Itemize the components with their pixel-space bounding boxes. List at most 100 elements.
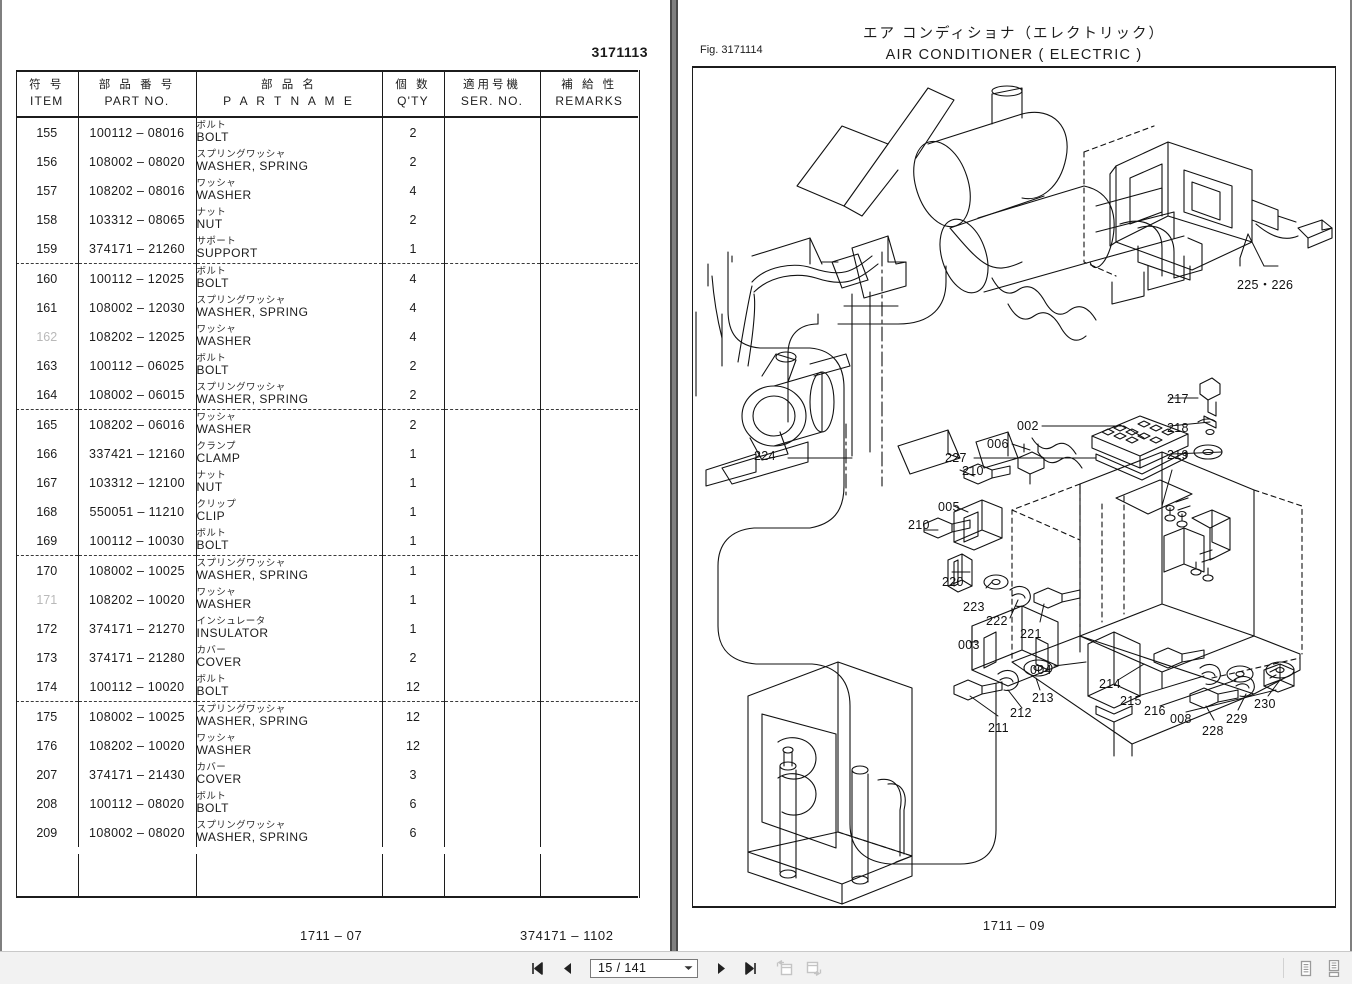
cell-item: 207 — [16, 760, 79, 790]
cell-remarks — [540, 760, 638, 789]
figure-footer-code: 1711 – 09 — [982, 918, 1046, 933]
part-name-jp: クリップ — [196, 499, 237, 511]
cell-part-no: 108202 – 08016 — [78, 176, 197, 206]
part-name-jp: ボルト — [196, 528, 227, 540]
cell-qty: 4 — [382, 263, 445, 294]
cell-qty: 12 — [382, 731, 445, 761]
part-name-en: BOLT — [196, 538, 229, 552]
cell-item: 163 — [16, 351, 79, 381]
continuous-page-view-icon[interactable] — [1324, 958, 1344, 978]
wire-harness-outline — [695, 237, 997, 865]
cell-item: 161 — [16, 293, 79, 323]
figure-callout: 224 — [754, 449, 776, 463]
engine-assembly-drawing — [705, 85, 1203, 497]
figure-callout: 213 — [1032, 691, 1054, 705]
part-name-en: WASHER, SPRING — [196, 568, 309, 582]
part-name-jp: ボルト — [196, 120, 227, 132]
cell-remarks — [540, 264, 638, 294]
cell-part-no: 550051 – 11210 — [78, 497, 197, 527]
part-name-jp: ワッシャ — [196, 178, 237, 190]
header-remarks: 補 給 性 REMARKS — [540, 69, 638, 119]
cell-remarks — [540, 702, 638, 732]
cell-item: 173 — [16, 643, 79, 673]
cell-part-no: 108002 – 06015 — [78, 380, 197, 411]
cell-remarks — [540, 147, 638, 176]
figure-title-en: AIR CONDITIONER ( ELECTRIC ) — [885, 47, 1143, 64]
cell-ser-no — [444, 672, 541, 703]
header-ser-no-jp: 適用号機 — [463, 79, 521, 91]
figure-callout: 220 — [942, 575, 964, 589]
figure-callout: 210 — [908, 518, 930, 532]
part-name-en: CLIP — [196, 509, 226, 523]
header-part-no: 部 品 番 号 PART NO. — [78, 69, 197, 119]
header-qty-en: Q'TY — [397, 93, 429, 108]
single-page-view-icon[interactable] — [1296, 958, 1316, 978]
part-name-jp: ボルト — [196, 674, 227, 686]
first-page-icon[interactable] — [528, 958, 548, 978]
figure-callout: 212 — [1010, 706, 1032, 720]
figure-callout: 227 — [945, 451, 967, 465]
page-left-parts-list: 3171113 符 号 ITEM 部 品 番 号 PART NO. — [2, 0, 672, 951]
part-name-jp: インシュレータ — [196, 616, 266, 628]
cell-qty: 1 — [382, 614, 445, 644]
table-header-row: 符 号 ITEM 部 品 番 号 PART NO. 部 品 名 P A R T … — [16, 69, 638, 119]
previous-view-icon[interactable] — [775, 958, 795, 978]
page-number-select[interactable]: 15 / 141 — [590, 958, 698, 978]
cell-ser-no — [444, 234, 541, 265]
next-view-icon[interactable] — [804, 958, 824, 978]
header-part-name-en: P A R T N A M E — [223, 93, 355, 108]
cell-item: 171 — [16, 585, 79, 615]
cell-qty: 1 — [382, 234, 445, 265]
header-qty-jp: 個 数 — [395, 79, 431, 91]
header-item-jp: 符 号 — [29, 79, 65, 91]
cell-item: 169 — [16, 526, 79, 557]
part-name-jp: ワッシャ — [196, 733, 237, 745]
part-name-en: INSULATOR — [196, 626, 269, 640]
cell-item: 167 — [16, 468, 79, 498]
figure-callout: 002 — [1017, 419, 1039, 433]
part-name-jp: スプリングワッシャ — [196, 704, 286, 716]
cell-remarks — [540, 410, 638, 440]
figure-callout: 215 — [1120, 694, 1142, 708]
cell-ser-no — [444, 760, 541, 790]
part-name-jp: カバー — [196, 762, 227, 774]
part-name-jp: スプリングワッシャ — [196, 382, 286, 394]
last-page-icon[interactable] — [740, 958, 760, 978]
cell-part-no: 100112 – 06025 — [78, 351, 197, 381]
cell-item: 164 — [16, 380, 79, 411]
cell-qty: 1 — [382, 497, 445, 527]
parts-table: 符 号 ITEM 部 品 番 号 PART NO. 部 品 名 P A R T … — [16, 69, 638, 848]
part-name-en: WASHER — [196, 334, 252, 348]
previous-page-icon[interactable] — [557, 958, 577, 978]
header-part-no-en: PART NO. — [104, 93, 170, 108]
next-page-icon[interactable] — [711, 958, 731, 978]
cell-item: 156 — [16, 147, 79, 177]
part-name-jp: ボルト — [196, 791, 227, 803]
figure-right-rule — [1335, 66, 1336, 908]
cell-qty: 4 — [382, 322, 445, 352]
cell-qty: 1 — [382, 585, 445, 615]
figure-callout: 222 — [986, 614, 1008, 628]
cell-ser-no — [444, 380, 541, 411]
part-name-en: COVER — [196, 655, 242, 669]
cell-part-no: 337421 – 12160 — [78, 439, 197, 469]
cell-remarks — [540, 643, 638, 672]
cell-ser-no — [444, 176, 541, 206]
part-name-jp: スプリングワッシャ — [196, 149, 286, 161]
chevron-down-icon — [684, 966, 693, 970]
cell-part-no: 100112 – 08020 — [78, 789, 197, 819]
cell-remarks — [540, 293, 638, 322]
